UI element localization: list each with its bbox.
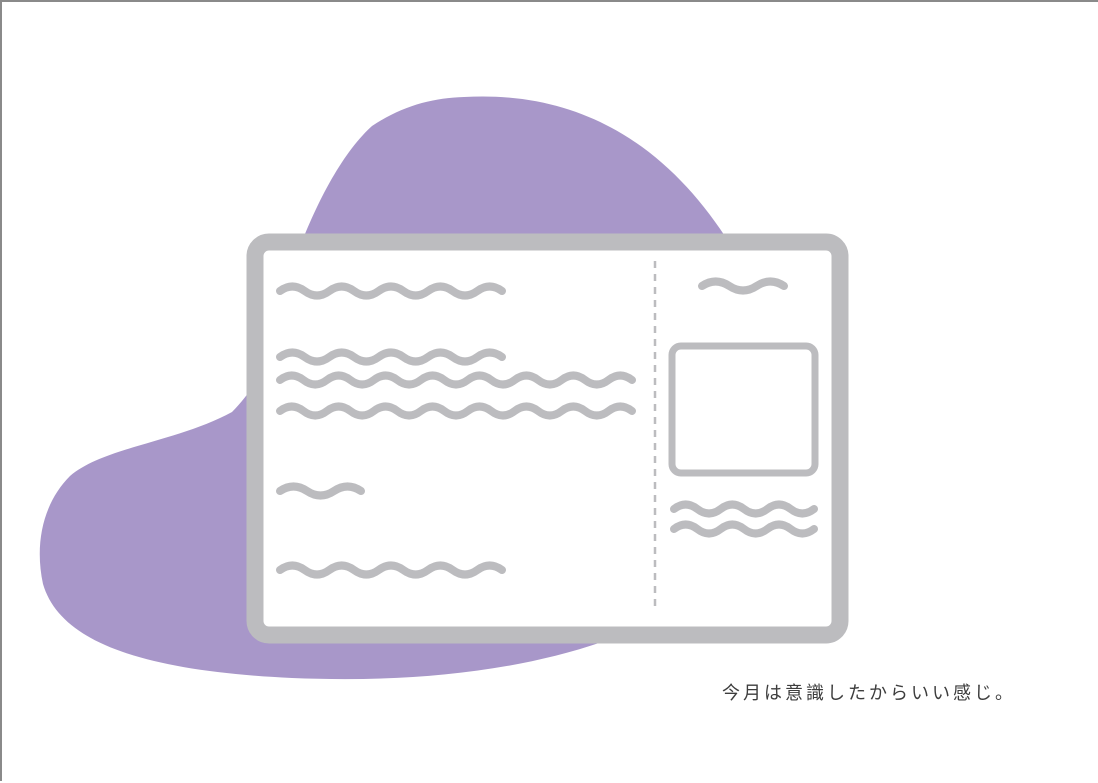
message-line bbox=[276, 561, 506, 579]
wavy-lines-group bbox=[276, 277, 818, 579]
message-line bbox=[276, 402, 636, 420]
stamp-icon bbox=[668, 342, 819, 477]
caption-text: 今月は意識したからいい感じ。 bbox=[722, 683, 1016, 704]
postcard-card bbox=[246, 233, 849, 644]
address-line-short bbox=[698, 277, 788, 295]
message-line bbox=[276, 482, 365, 500]
message-line bbox=[276, 348, 506, 366]
address-line bbox=[670, 500, 818, 518]
address-line bbox=[670, 520, 818, 538]
message-line bbox=[276, 282, 506, 300]
message-line bbox=[276, 371, 636, 389]
